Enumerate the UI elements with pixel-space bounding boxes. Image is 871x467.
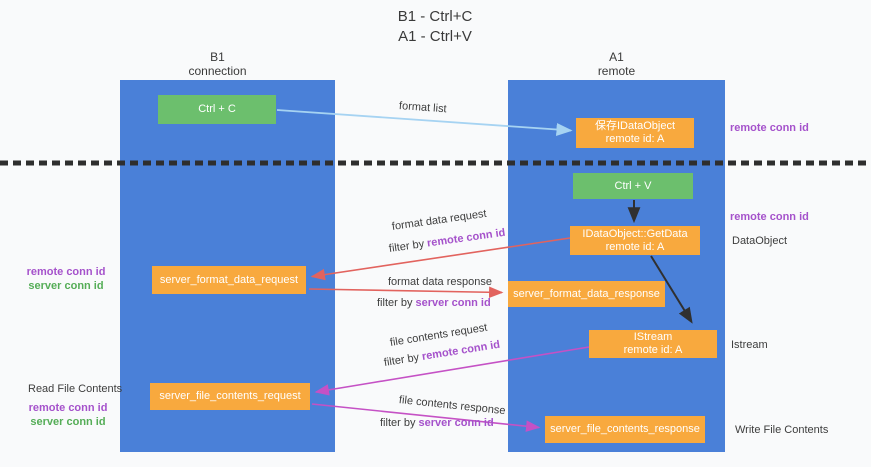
server-format-data-response-box: server_format_data_response: [508, 281, 665, 307]
server-conn-id-text: server conn id: [415, 297, 491, 309]
title-line-1: B1 - Ctrl+C: [397, 8, 473, 25]
lifeline-a1-role: remote: [597, 64, 636, 78]
server-file-contents-response-box: server_file_contents_response: [545, 416, 705, 443]
ctrl-v-label: Ctrl + V: [614, 179, 652, 192]
server-format-data-request-box: server_format_data_request: [152, 266, 306, 294]
filter-by-text: filter by: [383, 351, 423, 369]
format-data-response-filter-label: filter by server conn id: [377, 297, 491, 309]
getdata-remote-id: remote id: A: [605, 240, 665, 253]
format-data-response-label: format data response: [388, 276, 492, 288]
title-line-2: A1 - Ctrl+V: [398, 28, 472, 45]
read-file-contents-annotation: Read File Contents: [28, 383, 123, 395]
server-format-data-response-label: server_format_data_response: [513, 287, 660, 300]
lifeline-b1-name: B1: [210, 50, 225, 64]
server-conn-id-annotation-left: server conn id: [28, 280, 104, 292]
filter-by-text: filter by: [377, 297, 416, 309]
remote-conn-id-annotation-bottom: remote conn id: [28, 402, 108, 414]
ctrl-v-action-box: Ctrl + V: [573, 173, 693, 199]
format-conn-id-stack: remote conn id server conn id: [20, 265, 112, 293]
remote-conn-id-text: remote conn id: [426, 226, 507, 250]
page-title: B1 - Ctrl+C A1 - Ctrl+V: [285, 7, 585, 47]
remote-conn-id-annotation-left: remote conn id: [26, 266, 106, 278]
getdata-title: IDataObject::GetData: [582, 227, 688, 240]
istream-box: IStream remote id: A: [589, 330, 717, 358]
server-file-contents-response-label: server_file_contents_response: [550, 423, 700, 435]
write-file-contents-annotation: Write File Contents: [735, 424, 829, 436]
file-conn-id-stack: remote conn id server conn id: [22, 401, 114, 429]
server-conn-id-text: server conn id: [418, 417, 494, 429]
dataobject-annotation: DataObject: [732, 235, 788, 247]
ctrl-c-label: Ctrl + C: [198, 103, 236, 115]
lifeline-header-a1: A1 remote: [508, 50, 725, 78]
remote-conn-id-annotation-mid: remote conn id: [730, 211, 809, 223]
save-idataobject-title: 保存IDataObject: [594, 120, 676, 132]
format-data-request-label: format data request: [391, 207, 488, 233]
file-contents-response-filter-label: filter by server conn id: [380, 417, 494, 429]
istream-annotation: Istream: [731, 339, 768, 351]
istream-title: IStream: [633, 331, 673, 343]
remote-conn-id-annotation-top: remote conn id: [730, 122, 809, 134]
ctrl-c-action-box: Ctrl + C: [158, 95, 276, 124]
filter-by-text: filter by: [388, 237, 428, 255]
save-idataobject-box: 保存IDataObject remote id: A: [576, 118, 694, 148]
format-data-response-arrow: [308, 286, 504, 299]
server-conn-id-annotation-bottom: server conn id: [30, 416, 106, 428]
server-format-data-request-label: server_format_data_request: [159, 273, 299, 286]
lifeline-b1-role: connection: [188, 64, 247, 78]
save-idataobject-remote-id: remote id: A: [605, 133, 665, 145]
lifeline-header-b1: B1 connection: [110, 50, 325, 78]
istream-remote-id: remote id: A: [623, 344, 683, 356]
format-list-label: format list: [398, 100, 447, 116]
file-contents-response-label: file contents response: [398, 394, 507, 418]
filter-by-text: filter by: [380, 417, 419, 429]
server-file-contents-request-box: server_file_contents_request: [150, 383, 310, 410]
server-file-contents-request-label: server_file_contents_request: [159, 390, 301, 402]
remote-conn-id-text: remote conn id: [421, 338, 501, 363]
idataobject-getdata-box: IDataObject::GetData remote id: A: [570, 226, 700, 255]
lifeline-a1-name: A1: [609, 50, 624, 64]
